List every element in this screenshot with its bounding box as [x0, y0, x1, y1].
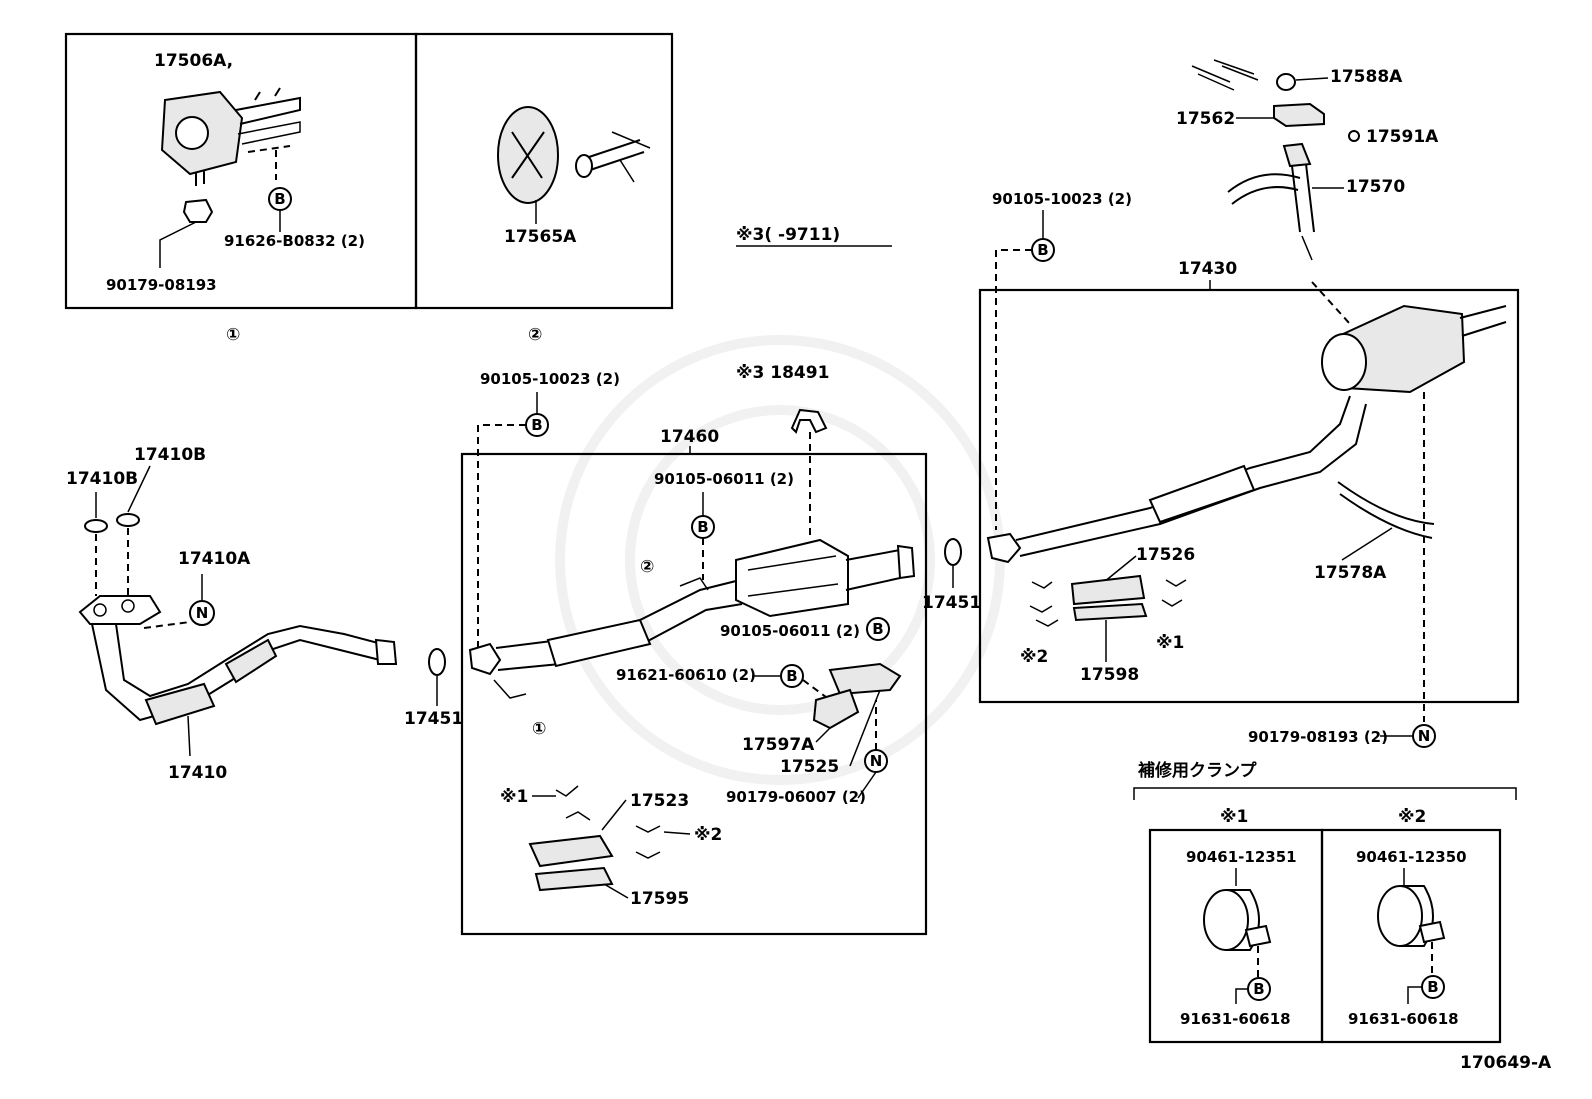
mount-drawing [159, 87, 301, 268]
label-17598: 17598 [1080, 665, 1139, 685]
heat-shields-tail [1029, 574, 1187, 627]
label-90105-10023-center: 90105-10023 (2) [480, 370, 620, 388]
clamp-drawing-1 [1203, 889, 1272, 951]
inset-box-2 [414, 32, 674, 310]
label-17597a: 17597A [742, 735, 815, 755]
label-91631-60618-a: 91631-60618 [1180, 1010, 1291, 1028]
ref-2-center: ② [640, 557, 654, 577]
svg-text:B: B [872, 620, 883, 638]
diagram-id: 170649-A [1460, 1053, 1552, 1073]
hanger-drawing [497, 106, 651, 224]
label-17570: 17570 [1346, 177, 1405, 197]
insulator-17597a [812, 662, 902, 730]
label-17451-right: 17451 [922, 593, 981, 613]
center-pipe-drawing [468, 538, 916, 699]
inset-number-2: ② [528, 325, 542, 345]
b-marker-center-top: B [525, 413, 549, 437]
label-91626-b0832: 91626-B0832 (2) [224, 232, 365, 250]
svg-text:N: N [196, 604, 209, 622]
label-91621-60610: 91621-60610 (2) [616, 666, 756, 684]
label-17410b-b: 17410B [66, 469, 138, 489]
label-17410b-a: 17410B [134, 445, 206, 465]
inset-box-1 [64, 32, 418, 310]
n-marker-front: N [189, 600, 215, 626]
svg-text:B: B [786, 667, 797, 685]
bracket-18491 [790, 408, 828, 434]
label-17588a: 17588A [1330, 67, 1403, 87]
svg-text:N: N [870, 752, 883, 770]
repair-clamp-ref1: ※1 [1220, 807, 1248, 827]
svg-text:B: B [1253, 980, 1264, 998]
label-17451-left: 17451 [404, 709, 463, 729]
label-90105-06011-lower: 90105-06011 (2) [720, 622, 860, 640]
label-90179-08193-top: 90179-08193 [106, 276, 217, 294]
label-90179-08193-tail: 90179-08193 (2) [1248, 728, 1388, 746]
label-17595: 17595 [630, 889, 689, 909]
label-90461-12350: 90461-12350 [1356, 848, 1467, 866]
clamp-ref2-center: ※2 [694, 825, 722, 845]
b-marker-clamp-1: B [1247, 977, 1271, 1001]
clamp-drawing-2 [1377, 885, 1446, 947]
label-17525: 17525 [780, 757, 839, 777]
svg-text:B: B [274, 190, 285, 208]
b-marker-cat: B [691, 515, 715, 539]
clamp-ref1-center: ※1 [500, 787, 528, 807]
center-assy-box [460, 452, 928, 936]
label-90461-12351: 90461-12351 [1186, 848, 1297, 866]
label-17410a: 17410A [178, 549, 251, 569]
gasket-left [428, 648, 446, 676]
tail-pipe-drawing [986, 304, 1507, 564]
b-marker-inset1: B [268, 187, 292, 211]
label-17430: 17430 [1178, 259, 1237, 279]
repair-clamp-box-2 [1320, 828, 1502, 1044]
n-marker-center: N [864, 749, 888, 773]
label-17506a: 17506A, [154, 51, 233, 71]
note-3: ※3( -9711) [736, 225, 840, 245]
label-17460: 17460 [660, 427, 719, 447]
svg-text:N: N [1418, 727, 1431, 745]
heat-shields-center [528, 785, 661, 892]
gasket-right [944, 538, 962, 566]
n-marker-tail: N [1412, 724, 1436, 748]
svg-text:B: B [1037, 241, 1048, 259]
b-marker-tail-top: B [1031, 238, 1055, 262]
label-17591a: 17591A [1366, 127, 1439, 147]
label-91631-60618-b: 91631-60618 [1348, 1010, 1459, 1028]
inset-number-1: ① [226, 325, 240, 345]
b-marker-clamp-2: B [1421, 975, 1445, 999]
b-marker-91621: B [780, 664, 804, 688]
label-17523: 17523 [630, 791, 689, 811]
label-90105-10023-tail: 90105-10023 (2) [992, 190, 1132, 208]
label-17562: 17562 [1176, 109, 1235, 129]
repair-clamp-ref2: ※2 [1398, 807, 1426, 827]
svg-text:B: B [697, 518, 708, 536]
label-17565a: 17565A [504, 227, 577, 247]
svg-text:B: B [531, 416, 542, 434]
label-90179-06007: 90179-06007 (2) [726, 788, 866, 806]
label-17578a: 17578A [1314, 563, 1387, 583]
svg-text:B: B [1427, 978, 1438, 996]
label-17410: 17410 [168, 763, 227, 783]
label-90105-06011-top: 90105-06011 (2) [654, 470, 794, 488]
label-17526: 17526 [1136, 545, 1195, 565]
clamp-ref1-tail: ※1 [1156, 633, 1184, 653]
b-marker-cat-lower: B [866, 617, 890, 641]
tail-assy-box [978, 288, 1520, 704]
label-18491: ※3 18491 [736, 363, 829, 383]
clamp-ref2-tail: ※2 [1020, 647, 1048, 667]
front-pipe-drawing [78, 465, 398, 757]
ref-1-center: ① [532, 719, 546, 739]
repair-clamp-title: 補修用クランプ [1137, 760, 1257, 781]
tail-hanger-parts [1191, 59, 1360, 261]
